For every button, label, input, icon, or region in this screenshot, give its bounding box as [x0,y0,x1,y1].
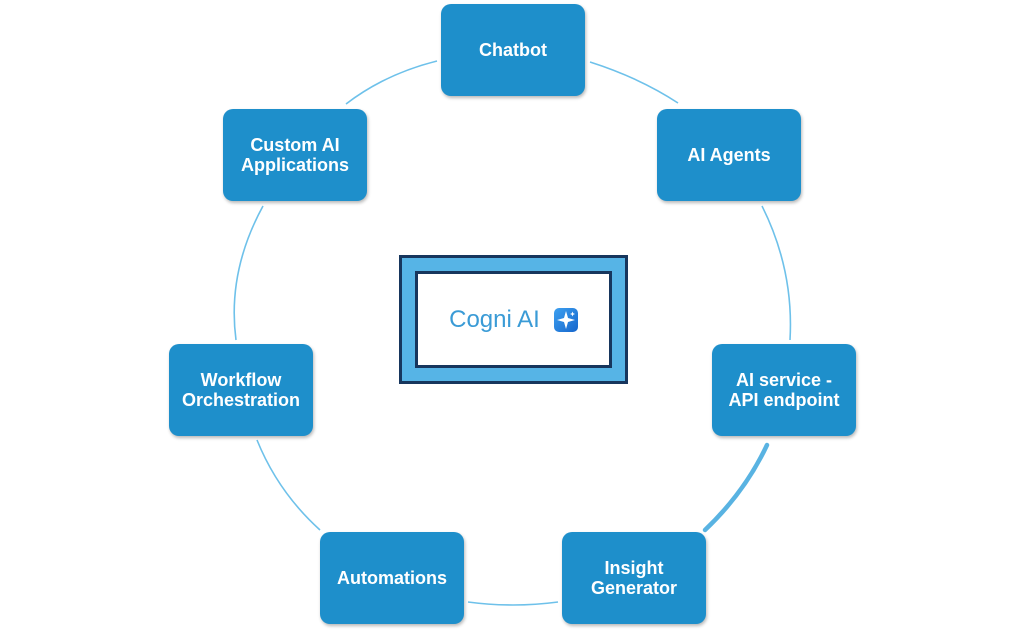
connector-insight-automations [467,601,559,606]
connector-chatbot-agents [589,61,679,104]
center-hub-inner: Cogni AI [415,271,612,368]
node-custom-ai-applications: Custom AI Applications [223,109,367,201]
node-automations: Automations [320,532,464,624]
node-workflow-orchestration: Workflow Orchestration [169,344,313,436]
center-label: Cogni AI [449,305,540,333]
node-insight-generator: Insight Generator [562,532,706,624]
sparkle-icon [553,307,578,332]
node-chatbot: Chatbot [441,4,585,96]
connector-agents-api [761,205,792,341]
node-ai-service-api-endpoint: AI service - API endpoint [712,344,856,436]
connector-api-insight-highlighted [702,442,770,533]
connector-automations-workflow [256,439,321,531]
node-ai-agents: AI Agents [657,109,801,201]
connector-workflow-custom [233,205,264,341]
connector-custom-chatbot [345,60,438,105]
center-hub: Cogni AI [399,255,628,384]
